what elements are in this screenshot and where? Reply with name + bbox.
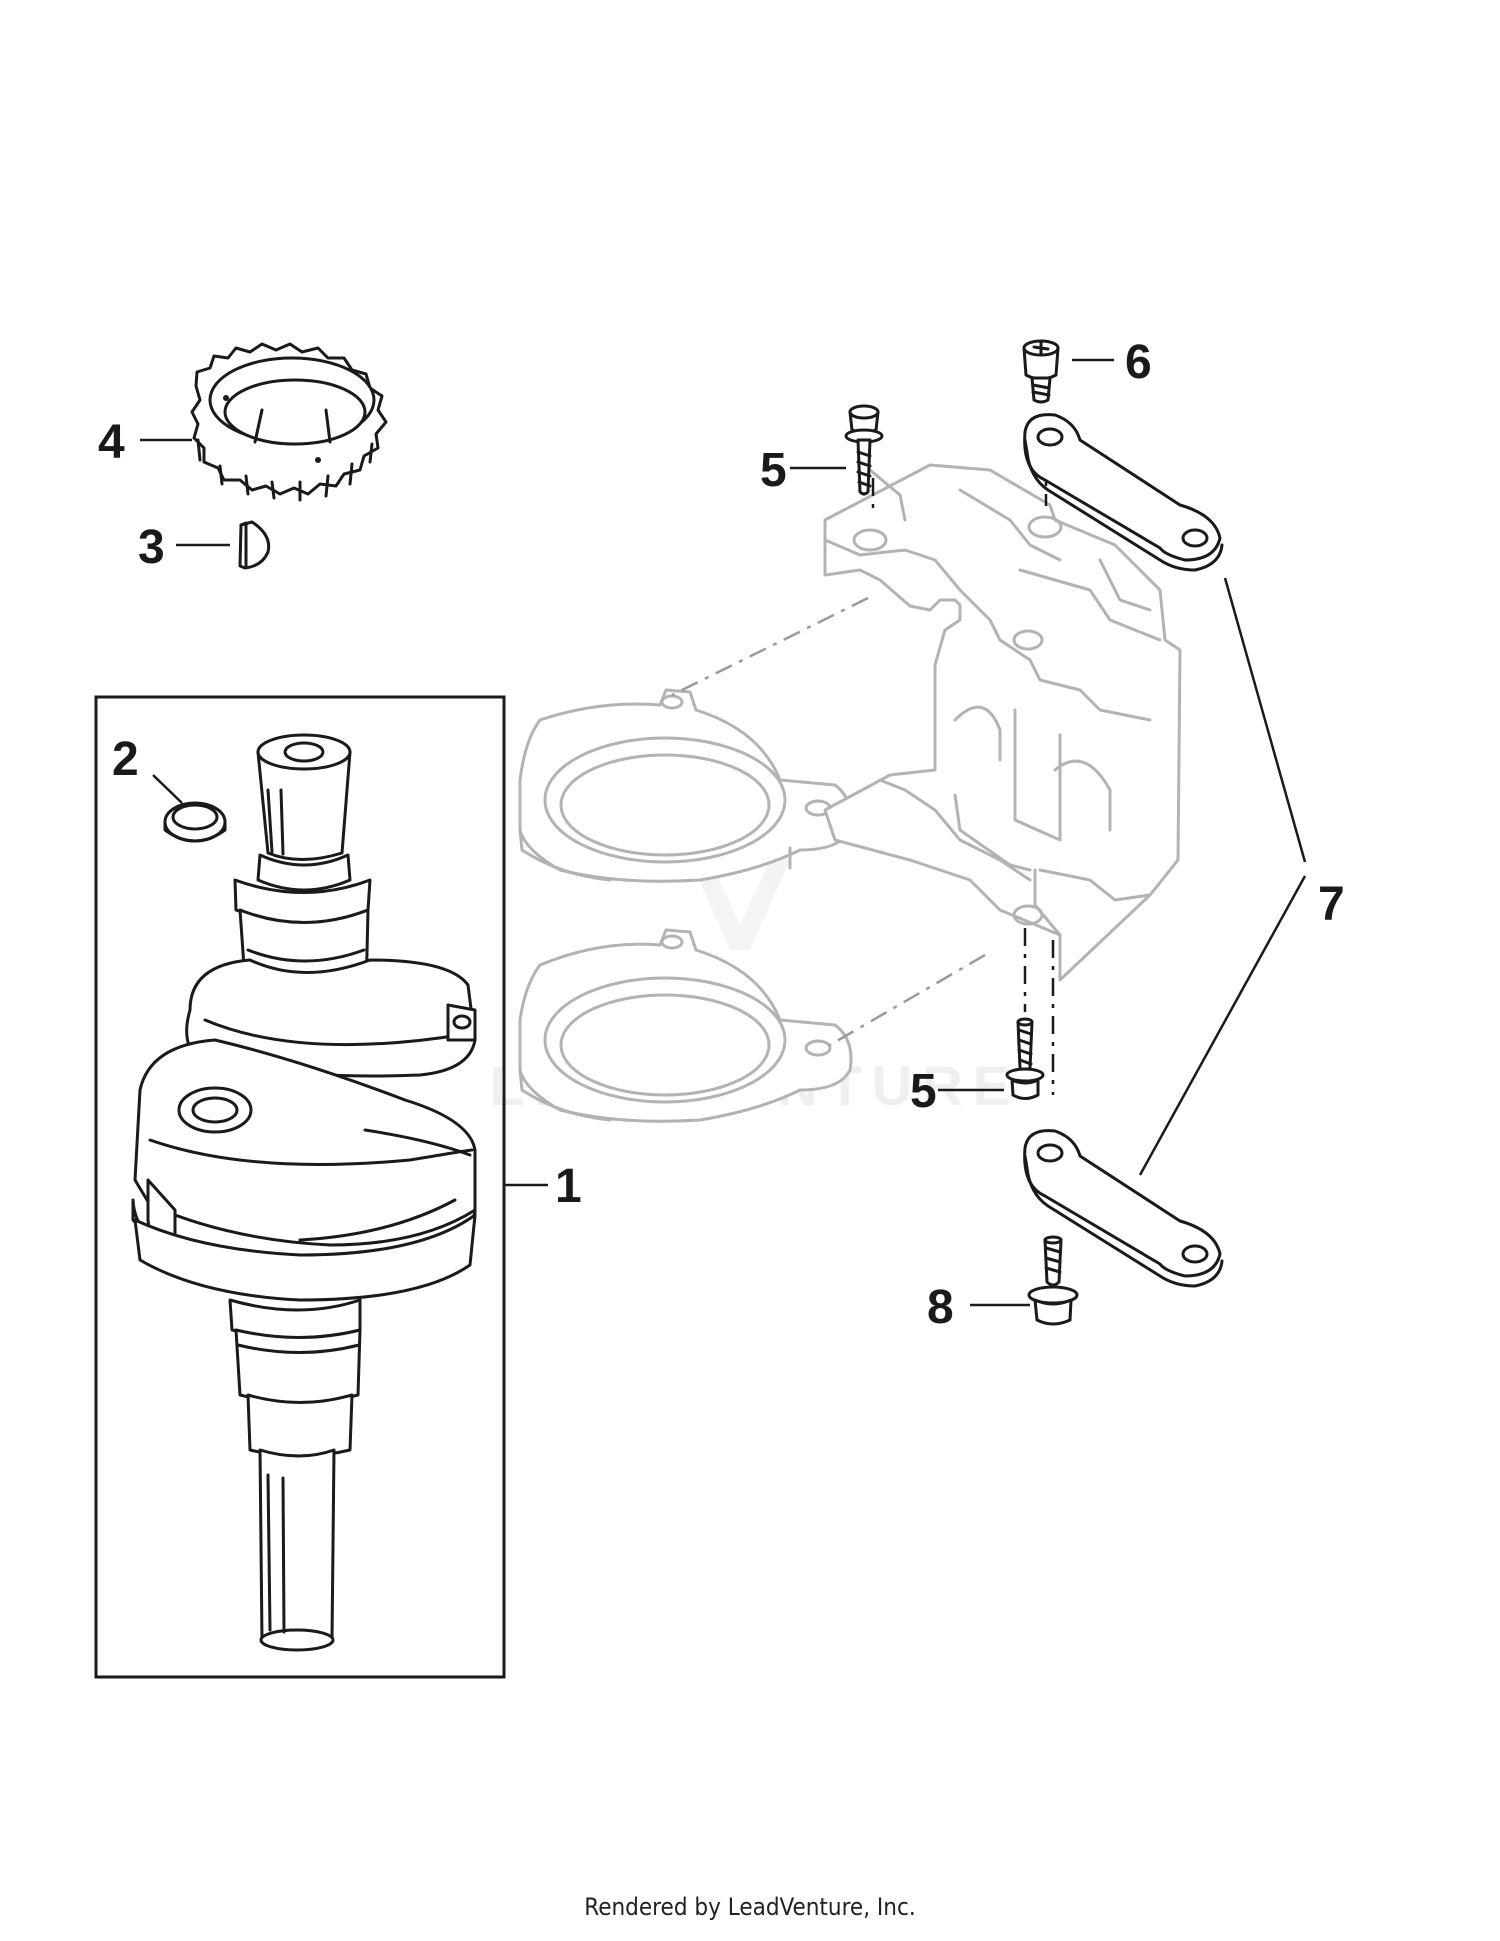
bolt-5-upper-drawing [844,404,884,496]
leader-7-upper [1223,577,1307,863]
strap-7-upper-drawing [1023,413,1224,572]
callout-8: 8 [927,1281,954,1334]
screw-6-drawing [1022,339,1060,404]
crankshaft-drawing [131,733,477,1652]
callout-2: 2 [112,733,139,786]
gear-drawing [190,342,388,502]
bearing-carrier-ghost [518,463,1182,1123]
dash-line-lower [829,953,986,1047]
leader-2 [152,774,183,804]
dash-line-upper [671,596,869,697]
callout-6: 6 [1125,336,1152,389]
callout-5-lower: 5 [910,1065,937,1118]
callout-7: 7 [1318,878,1345,931]
footer-credit: Rendered by LeadVenture, Inc. [584,1893,916,1921]
callout-1: 1 [555,1160,582,1213]
leader-7-lower [1138,875,1307,1176]
bolt-5-lower-drawing [1005,1017,1045,1100]
seal-ring-drawing [163,801,227,843]
callout-3: 3 [138,521,165,574]
crankshaft-box [94,695,506,1679]
key-drawing [238,520,271,570]
strap-7-lower-drawing [1023,1129,1224,1288]
callout-4: 4 [98,416,125,469]
callout-5-upper: 5 [760,444,787,497]
bolt-8-drawing [1027,1235,1079,1326]
